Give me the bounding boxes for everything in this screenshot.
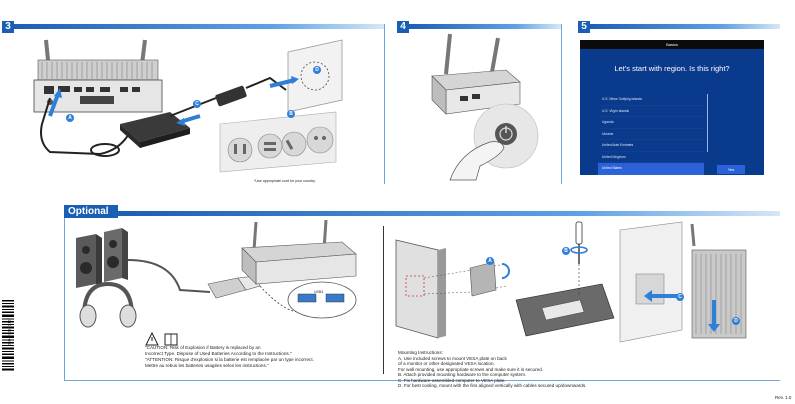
optional-header-bar — [118, 211, 780, 216]
mounting-heading: Mounting Instructions: — [398, 350, 443, 355]
optional-frame-bottom — [64, 380, 780, 381]
manual-icon — [164, 333, 178, 346]
setup-title: Let's start with region. Is this right? — [614, 64, 730, 73]
usb-port-label: USB3 — [314, 290, 324, 294]
windows-setup-screen: Basics Let's start with region. Is this … — [580, 40, 764, 175]
step-4-number: 4 — [397, 21, 409, 33]
warning-icon — [145, 332, 159, 346]
optional-usb-illustration — [76, 220, 357, 328]
caution-line-3: "ATTENTION: Risque d'explosion si la bat… — [145, 357, 314, 362]
mounting-line-a3: For wall mounting, use appropriate screw… — [398, 366, 544, 372]
barcode-number: 010-01012012 — [6, 319, 12, 346]
setup-header: Basics — [580, 40, 764, 49]
mini-pc-optional — [241, 241, 357, 285]
mount-callout-a: A — [486, 257, 494, 265]
speakers-icon — [76, 228, 128, 288]
region-item[interactable]: Ukraine — [598, 129, 704, 141]
mount-callout-c: C — [676, 293, 684, 301]
step-3-number: 3 — [2, 21, 14, 33]
screwdriver-icon — [575, 221, 583, 264]
mount-callout-d: D — [732, 317, 740, 325]
step-3-callout-c: C — [193, 100, 201, 108]
region-item[interactable]: U.S. Virgin Islands — [598, 106, 704, 118]
region-list[interactable]: U.S. Minor Outlying Islands U.S. Virgin … — [598, 94, 704, 175]
step-4-header-bar — [409, 24, 561, 29]
step-3-frame-right — [384, 24, 385, 184]
mounting-line-c: C. Fix hardware-assembled computer to VE… — [398, 377, 506, 383]
region-item[interactable]: Uganda — [598, 117, 704, 129]
optional-title: Optional — [64, 205, 118, 218]
optional-frame-left — [64, 218, 65, 380]
power-adapter — [120, 112, 190, 148]
step-3-callout-d: D — [313, 66, 321, 74]
caution-line-2: Incorrect Type. Dispose of Used Batterie… — [145, 351, 292, 356]
mounting-line-d: D. For best cooling, mount with the fins… — [398, 383, 587, 388]
caution-icons — [145, 332, 178, 346]
revision-label: Rev. 1.0 — [775, 395, 792, 400]
vesa-mounting-illustration — [395, 221, 747, 343]
step-4-illustration — [431, 33, 539, 181]
barcode — [2, 300, 14, 371]
headphones-icon — [79, 281, 137, 328]
region-list-scrollbar[interactable] — [707, 94, 708, 152]
optional-divider — [383, 226, 384, 374]
region-item[interactable]: U.S. Minor Outlying Islands — [598, 94, 704, 106]
region-item[interactable]: United Arab Emirates — [598, 140, 704, 152]
mounting-line-b: B. Attach provided mounting hardware to … — [398, 372, 527, 377]
step-3-illustration — [33, 39, 343, 173]
step-3-callout-b: B — [287, 110, 295, 118]
region-item[interactable]: United Kingdom — [598, 152, 704, 164]
step-3-callout-a: A — [66, 114, 74, 122]
region-item-selected[interactable]: United States — [598, 163, 704, 175]
step-3-header-bar — [14, 24, 384, 29]
plug-types-panel — [219, 111, 337, 173]
step-5-header-bar — [590, 24, 780, 29]
mounting-line-a1: A. Use included screws to mount VESA pla… — [398, 355, 507, 361]
wall-outlet — [287, 39, 343, 113]
yes-button[interactable]: Yes — [717, 165, 745, 174]
caution-line-4: Mettre au rebus les batteries usagées se… — [145, 363, 269, 368]
caution-line-1: "CAUTION: Risk of Explosion if Battery i… — [145, 345, 261, 350]
mounting-line-a2: of a monitor or other designated VESA lo… — [398, 361, 495, 366]
step-5-number: 5 — [578, 21, 590, 33]
step-4-frame-right — [561, 24, 562, 184]
monitor-back — [395, 239, 446, 339]
plug-note: *Use appropriate cord for your country. — [254, 179, 316, 183]
mount-callout-b: B — [562, 247, 570, 255]
